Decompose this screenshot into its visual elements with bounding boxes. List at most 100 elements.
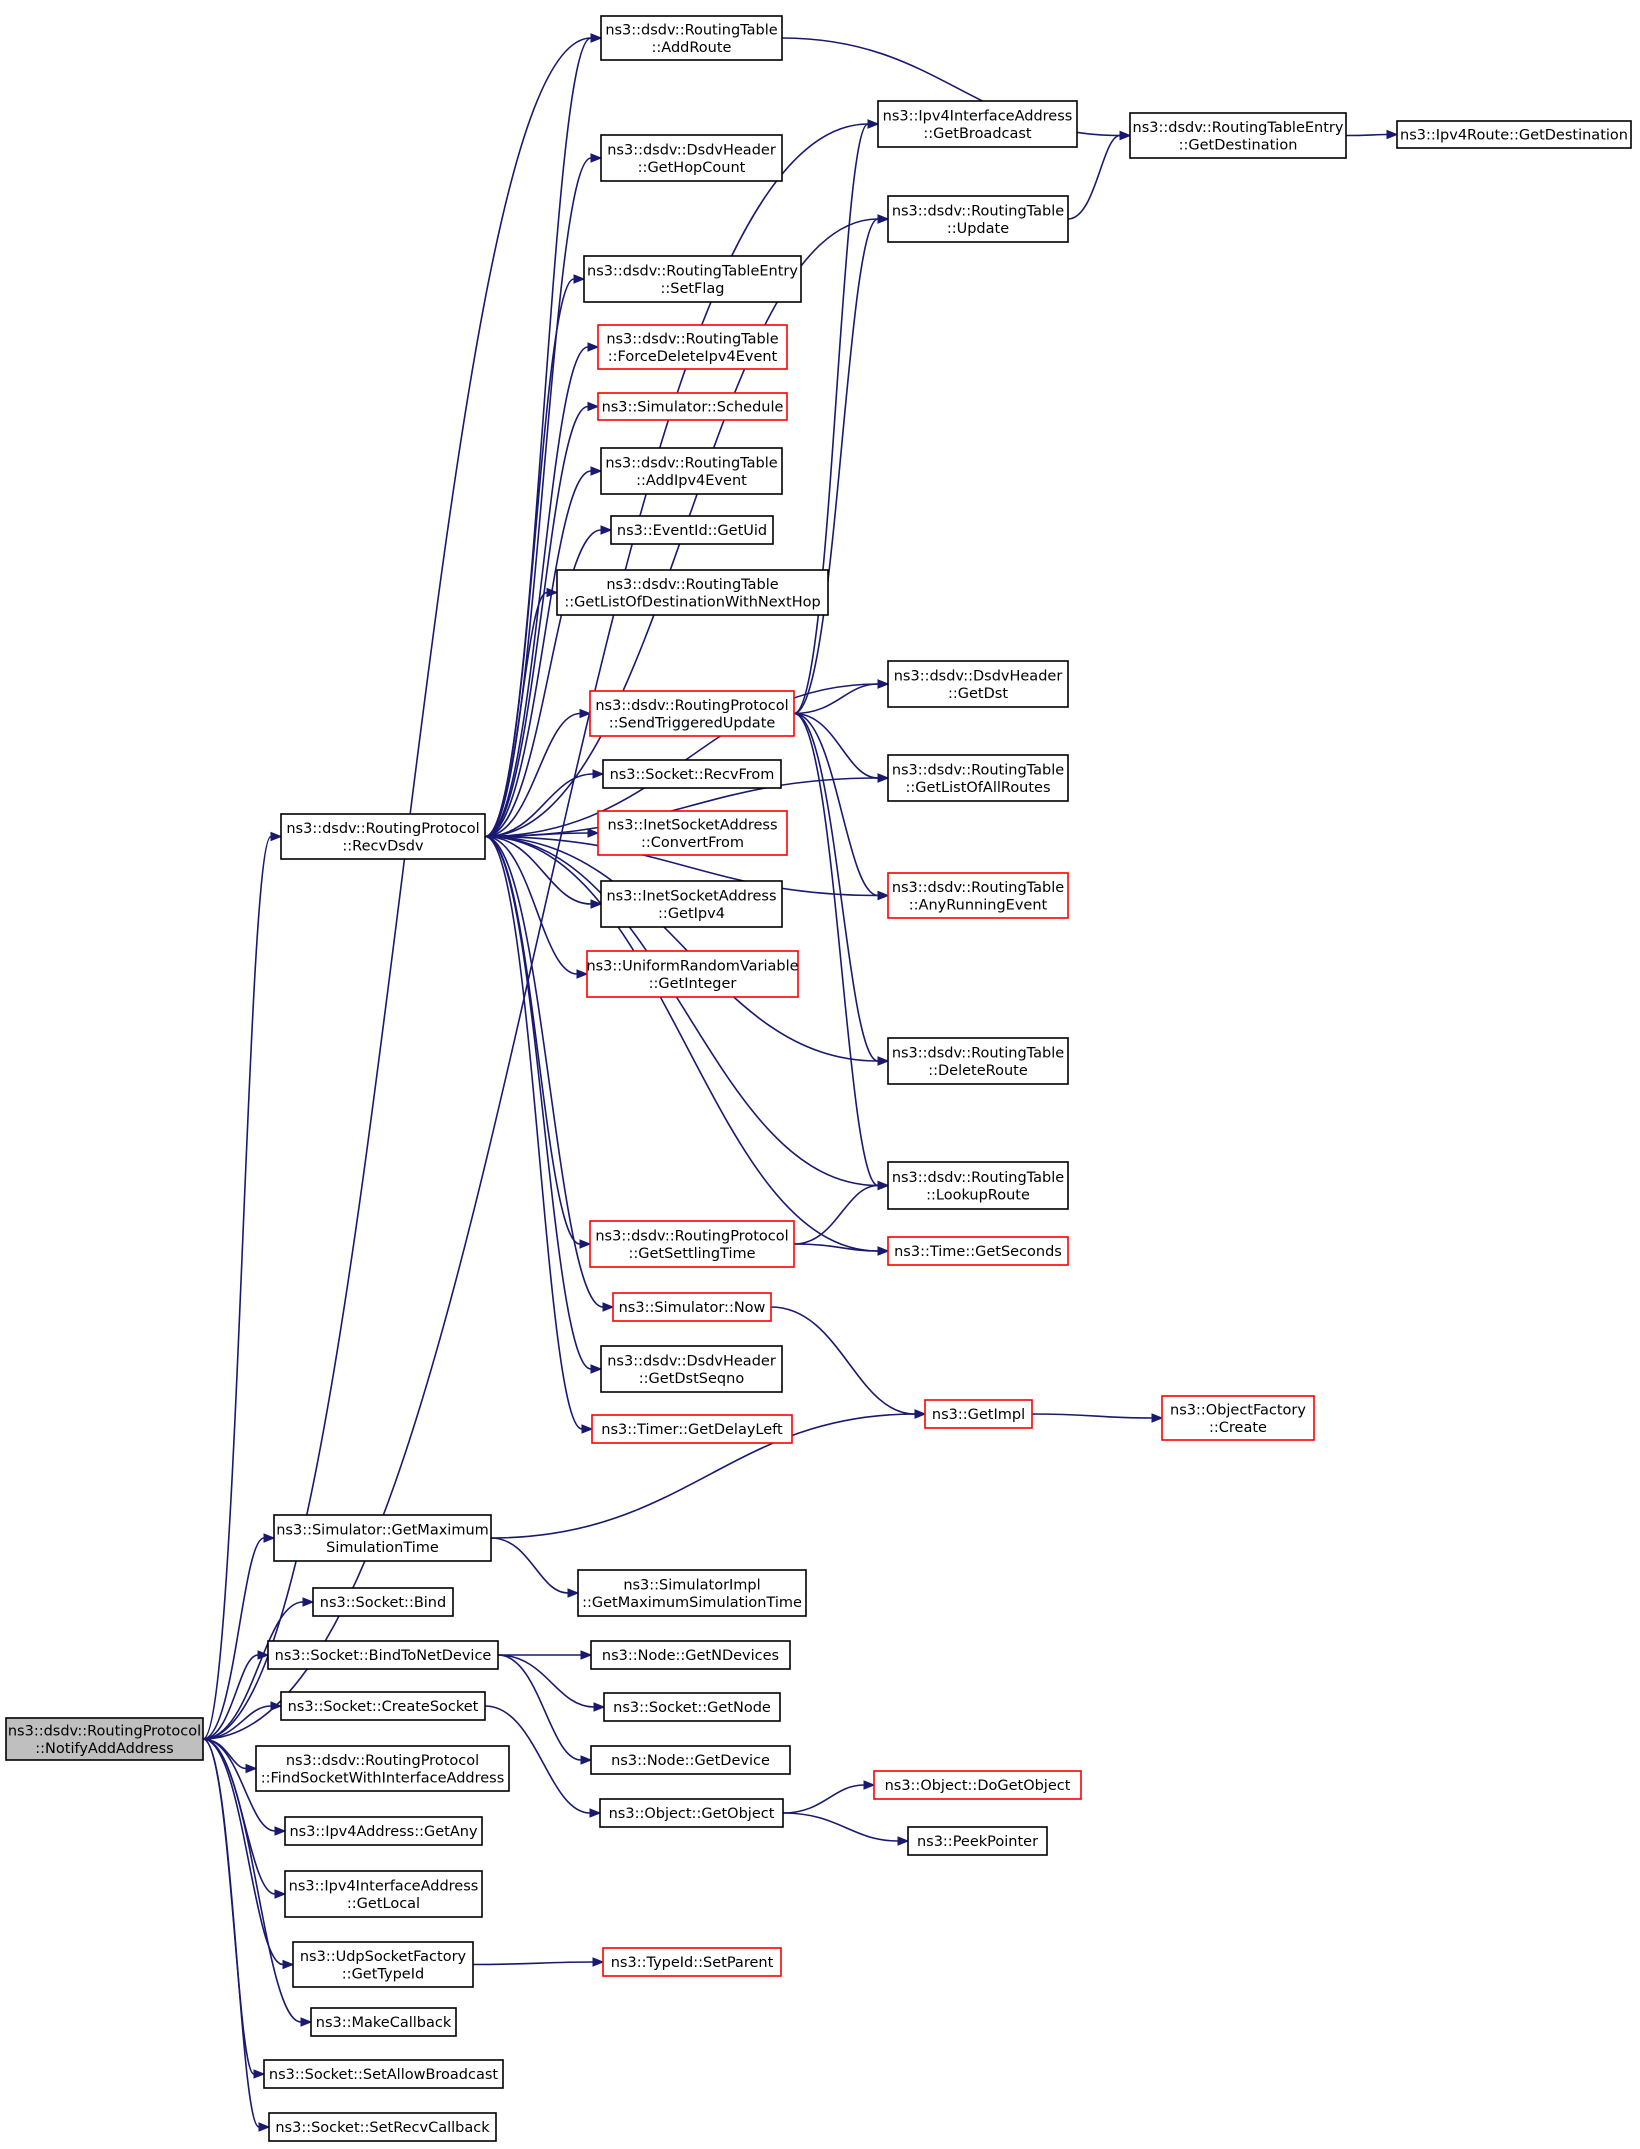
node-AnyRunningEvent[interactable]: ns3::dsdv::RoutingTable::AnyRunningEvent	[887, 872, 1069, 919]
edge-NotifyAddAddress-to-RecvDsdv	[202, 831, 283, 1740]
node-Update[interactable]: ns3::dsdv::RoutingTable::Update	[887, 195, 1069, 243]
node-GetDevice[interactable]: ns3::Node::GetDevice	[590, 1745, 791, 1775]
edge-CreateSocket-to-GetObject	[484, 1705, 602, 1818]
node-MakeCallback[interactable]: ns3::MakeCallback	[310, 2007, 457, 2037]
node-GetObject[interactable]: ns3::Object::GetObject	[599, 1798, 784, 1828]
node-GetNode[interactable]: ns3::Socket::GetNode	[603, 1692, 781, 1722]
node-GetListOfAllRoutes[interactable]: ns3::dsdv::RoutingTable::GetListOfAllRou…	[887, 754, 1069, 802]
node-label: ::ForceDeleteIpv4Event	[608, 349, 778, 365]
edge-NotifyAddAddress-to-SocketBind	[202, 1597, 315, 1740]
node-label: ::LookupRoute	[926, 1187, 1030, 1203]
node-box	[591, 1414, 793, 1444]
node-box	[577, 1569, 807, 1617]
node-GetNDevices[interactable]: ns3::Node::GetNDevices	[590, 1640, 791, 1670]
node-DoGetObject[interactable]: ns3::Object::DoGetObject	[873, 1770, 1082, 1800]
node-label: ns3::dsdv::RoutingTable	[892, 203, 1064, 219]
node-GetSeconds[interactable]: ns3::Time::GetSeconds	[887, 1236, 1069, 1266]
node-label: ns3::dsdv::RoutingTable	[606, 331, 778, 347]
node-label: ns3::TypeId::SetParent	[611, 1955, 774, 1971]
node-label: ::DeleteRoute	[928, 1063, 1028, 1079]
node-SetFlag[interactable]: ns3::dsdv::RoutingTableEntry::SetFlag	[583, 255, 802, 303]
node-SocketBind[interactable]: ns3::Socket::Bind	[312, 1587, 454, 1617]
edge-NotifyAddAddress-to-BindToNetDevice	[202, 1650, 270, 1740]
node-SetParent[interactable]: ns3::TypeId::SetParent	[602, 1947, 782, 1977]
edge-RecvDsdv-to-GetIpv4	[484, 835, 603, 909]
node-RecvFrom[interactable]: ns3::Socket::RecvFrom	[602, 759, 782, 789]
node-GetUid[interactable]: ns3::EventId::GetUid	[610, 515, 774, 545]
node-box	[556, 569, 829, 616]
node-Ipv4RouteGetDestination[interactable]: ns3::Ipv4Route::GetDestination	[1396, 120, 1632, 149]
node-SetRecvCallback[interactable]: ns3::Socket::SetRecvCallback	[268, 2112, 497, 2142]
node-label: ::GetSettlingTime	[628, 1246, 755, 1262]
node-SendTriggeredUpdate[interactable]: ns3::dsdv::RoutingProtocol::SendTriggere…	[589, 690, 795, 737]
node-ConvertFrom[interactable]: ns3::InetSocketAddress::ConvertFrom	[597, 810, 788, 856]
node-GetBroadcast[interactable]: ns3::Ipv4InterfaceAddress::GetBroadcast	[877, 100, 1078, 148]
node-label: ::GetIpv4	[658, 906, 725, 922]
node-label: ns3::Object::GetObject	[609, 1806, 775, 1822]
node-label: ns3::Node::GetDevice	[611, 1753, 770, 1769]
node-box	[600, 134, 783, 182]
node-label: ns3::PeekPointer	[917, 1834, 1038, 1850]
edge-GetImpl-to-ObjectFactoryCreate	[1031, 1413, 1164, 1423]
node-SetAllowBroadcast[interactable]: ns3::Socket::SetAllowBroadcast	[263, 2059, 504, 2089]
node-label: ::AnyRunningEvent	[909, 897, 1048, 913]
edge-NotifyAddAddress-to-AddRoute	[202, 33, 603, 1740]
node-ForceDeleteIpv4Event[interactable]: ns3::dsdv::RoutingTable::ForceDeleteIpv4…	[597, 324, 788, 370]
node-box	[590, 1745, 791, 1775]
node-Schedule[interactable]: ns3::Simulator::Schedule	[597, 392, 788, 421]
node-LookupRoute[interactable]: ns3::dsdv::RoutingTable::LookupRoute	[887, 1161, 1069, 1210]
edge-SendTriggeredUpdate-to-LookupRoute	[793, 712, 890, 1191]
edge-RecvDsdv-to-SendTriggeredUpdate	[484, 708, 592, 838]
node-BindToNetDevice[interactable]: ns3::Socket::BindToNetDevice	[267, 1640, 499, 1670]
node-box	[284, 1870, 483, 1918]
node-RecvDsdv[interactable]: ns3::dsdv::RoutingProtocol::RecvDsdv	[280, 813, 486, 860]
node-label: ::GetInteger	[649, 976, 737, 992]
node-box	[600, 15, 783, 61]
node-GetDst[interactable]: ns3::dsdv::DsdvHeader::GetDst	[887, 660, 1069, 708]
node-ImplGetMaximumSimulationTime[interactable]: ns3::SimulatorImpl::GetMaximumSimulation…	[577, 1569, 807, 1617]
node-SimulatorNow[interactable]: ns3::Simulator::Now	[612, 1292, 772, 1322]
node-GetHopCount[interactable]: ns3::dsdv::DsdvHeader::GetHopCount	[600, 134, 783, 182]
edge-BindToNetDevice-to-GetNode	[497, 1654, 606, 1712]
node-AddRoute[interactable]: ns3::dsdv::RoutingTable::AddRoute	[600, 15, 783, 61]
node-GetTypeId[interactable]: ns3::UdpSocketFactory::GetTypeId	[292, 1941, 474, 1988]
node-PeekPointer[interactable]: ns3::PeekPointer	[907, 1826, 1048, 1856]
node-box	[602, 759, 782, 789]
node-label: ns3::Socket::SetAllowBroadcast	[269, 2067, 499, 2083]
node-ObjectFactoryCreate[interactable]: ns3::ObjectFactory::Create	[1161, 1395, 1315, 1441]
node-label: ::GetDstSeqno	[639, 1371, 745, 1387]
node-NotifyAddAddress[interactable]: ns3::dsdv::RoutingProtocol::NotifyAddAdd…	[5, 1717, 204, 1761]
edge-RecvDsdv-to-GetListOfDestinationWithNextHop	[484, 587, 559, 838]
node-GetMaximumSimulationTime[interactable]: ns3::Simulator::GetMaximumSimulationTime	[273, 1514, 492, 1562]
node-label: ns3::Simulator::Now	[619, 1300, 766, 1316]
node-RTEGetDestination[interactable]: ns3::dsdv::RoutingTableEntry::GetDestina…	[1129, 112, 1347, 159]
node-box	[602, 1947, 782, 1977]
node-CreateSocket[interactable]: ns3::Socket::CreateSocket	[280, 1691, 486, 1721]
node-label: ns3::Simulator::Schedule	[602, 400, 784, 416]
edge-RecvDsdv-to-GetUid	[484, 525, 613, 838]
node-GetAny[interactable]: ns3::Ipv4Address::GetAny	[284, 1816, 483, 1846]
node-label: ns3::GetImpl	[932, 1407, 1025, 1423]
edge-NotifyAddAddress-to-GetAny	[202, 1738, 287, 1836]
node-GetImpl[interactable]: ns3::GetImpl	[924, 1399, 1033, 1429]
node-GetIpv4[interactable]: ns3::InetSocketAddress::GetIpv4	[600, 880, 783, 928]
edge-SendTriggeredUpdate-to-GetBroadcast	[793, 119, 880, 715]
node-GetDelayLeft[interactable]: ns3::Timer::GetDelayLeft	[591, 1414, 793, 1444]
node-DeleteRoute[interactable]: ns3::dsdv::RoutingTable::DeleteRoute	[887, 1037, 1069, 1085]
edge-RecvDsdv-to-Schedule	[484, 401, 600, 838]
edges-layer	[202, 33, 1399, 2132]
node-GetDstSeqno[interactable]: ns3::dsdv::DsdvHeader::GetDstSeqno	[600, 1345, 783, 1393]
edge-BindToNetDevice-to-GetDevice	[497, 1654, 593, 1765]
edge-SendTriggeredUpdate-to-AnyRunningEvent	[793, 712, 890, 901]
node-label: ns3::UniformRandomVariable	[586, 958, 798, 974]
node-GetSettlingTime[interactable]: ns3::dsdv::RoutingProtocol::GetSettlingT…	[589, 1220, 795, 1268]
node-GetListOfDestinationWithNextHop[interactable]: ns3::dsdv::RoutingTable::GetListOfDestin…	[556, 569, 829, 616]
node-AddIpv4Event[interactable]: ns3::dsdv::RoutingTable::AddIpv4Event	[600, 447, 783, 495]
node-GetLocal[interactable]: ns3::Ipv4InterfaceAddress::GetLocal	[284, 1870, 483, 1918]
node-label: ns3::Ipv4Address::GetAny	[289, 1824, 477, 1840]
node-GetInteger[interactable]: ns3::UniformRandomVariable::GetInteger	[586, 950, 799, 998]
node-box	[589, 690, 795, 737]
node-box	[603, 1692, 781, 1722]
node-FindSocketWithInterfaceAddress[interactable]: ns3::dsdv::RoutingProtocol::FindSocketWi…	[255, 1745, 510, 1792]
node-box	[907, 1826, 1048, 1856]
